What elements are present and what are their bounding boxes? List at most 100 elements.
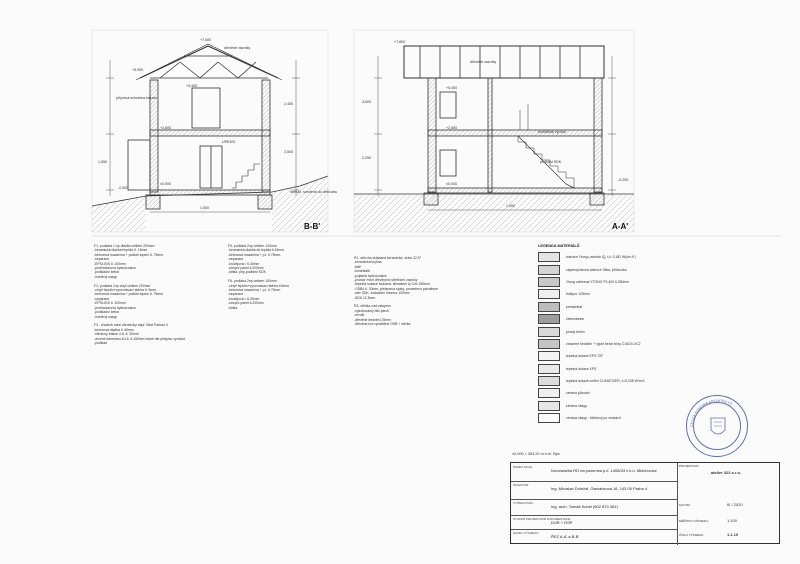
- composition-line: -dřevěná kce opláštěné OSB + stěrka: [354, 322, 411, 327]
- composition-line: -keramická dlažba do lepidla tl.15mm: [228, 248, 284, 253]
- composition-line: -separace: [228, 292, 244, 297]
- composition-line: -separace: [228, 257, 244, 262]
- height-reference: ±0,000 = 363,20 m.n.m. Bpv: [512, 452, 560, 456]
- legend-item: zemina původní: [538, 387, 688, 399]
- composition-line: -ervolit: [354, 313, 365, 318]
- composition-line: -stropní panel tl.200mm: [228, 266, 264, 271]
- legend-item: tepelná izolace vnitřní CLIMATIZER, λ=0,…: [538, 375, 688, 387]
- legend-label: ztracené bednění + výplň beton třídy C16…: [566, 341, 641, 346]
- composition-line: R3- stříška nad vstupem: [354, 304, 391, 309]
- legend-swatch: [538, 376, 560, 387]
- composition-line: -podkladní beton: [94, 310, 120, 315]
- aa-level-5400: +5,400: [446, 86, 458, 90]
- legend-swatch: [538, 289, 560, 300]
- legend-swatch: [538, 301, 560, 312]
- bb-dim-2500: 2,500: [284, 150, 293, 154]
- composition-line: -EPS100S tl. 100mm: [94, 301, 126, 306]
- legend-item: zemina násyp: [538, 400, 688, 412]
- composition-line: -podklad: [94, 340, 108, 345]
- composition-line: -vinyl+lepidlo+vyrovnávací stěrka tl. 5m…: [94, 288, 156, 293]
- legend-swatch: [538, 314, 560, 325]
- aa-base-dim: 1,500: [506, 204, 515, 208]
- section-aa: [353, 29, 635, 233]
- composition-line: -protiradonová hydroizolace: [94, 266, 136, 271]
- composition-line: -štítka, příp.podhled SDK: [228, 270, 266, 275]
- composition-line: -kročejová i. tl.30mm: [228, 261, 260, 266]
- composition-line: -pojistná hydroizolace: [354, 273, 387, 278]
- legend-label: zemina původní: [566, 391, 590, 396]
- composition-line: -podkladní beton: [94, 270, 120, 275]
- bb-base-dim: 1,500: [200, 206, 209, 210]
- scale-value: 1:100: [727, 518, 738, 523]
- legend-label: zemina násyp: [566, 403, 587, 408]
- drawing-number-label: ČÍSLO VÝKRESU:: [679, 533, 705, 537]
- legend-item: tlošťpor 125mm: [538, 288, 688, 300]
- legend-item: ztracené bednění + výplň beton třídy C16…: [538, 338, 688, 350]
- legend-swatch: [538, 388, 560, 399]
- date-label: DATUM:: [679, 503, 691, 507]
- composition-line: -keramická dlažba+lepidlo tl. 15mm: [94, 248, 148, 253]
- section-aa-title: A-A': [612, 222, 629, 231]
- bb-attic-label: dřevěné vazníky: [224, 46, 251, 50]
- composition-line: F5- podlaha 2np celkem 120mm: [228, 244, 277, 248]
- composition-line: -betonová dlažba tl. 60mm: [94, 327, 134, 332]
- composition-line: -EPS100S tl. 100mm: [94, 261, 126, 266]
- legend-label: tepelná izolace vnitřní CLIMATIZER, λ=0,…: [566, 379, 645, 384]
- legend-label: Ytong universal YTONG P3-400 tl.250mm: [566, 279, 630, 284]
- bb-level-neg: -0,500: [118, 186, 129, 190]
- legend-item: prefabrikát: [538, 301, 688, 313]
- composition-line: -drcené kamenivo 8-16, tl.150mm hutně dl…: [94, 336, 186, 341]
- legend-swatch: [538, 338, 560, 349]
- bb-terrain-label: drenáž, svedená do dešťovku: [290, 190, 338, 194]
- composition-line: -prostor mezi dřevěnými střešními vazník…: [354, 278, 418, 283]
- scale-label: MĚŘÍTKO VÝKRESU:: [679, 519, 709, 523]
- legend-label: zemina násyp - štěrkový po vrstvách: [566, 416, 621, 421]
- date-value: III / 2020: [727, 502, 743, 507]
- legend-item: tepelná izolace EPS 70F: [538, 350, 688, 362]
- aa-ridge-level: +7,600: [394, 40, 406, 44]
- composition-line: -betonová mazanina + p.t. tl.75mm: [228, 288, 281, 293]
- title-block: NÁZEV AKCE: Novostavba RD na pozemku p.č.…: [510, 462, 780, 545]
- composition-line: -betonová mazanina + p.t. tl.75mm: [228, 252, 281, 257]
- aa-stair-label: truhlářská výroba: [538, 130, 566, 134]
- architect-stamp: ČESKÁ KOMORA ARCHITEKTŮ: [686, 395, 748, 457]
- legend-label: železobeton: [566, 317, 585, 322]
- bb-upe-label: UPE300: [222, 140, 236, 144]
- composition-line: -keramická krytina: [354, 260, 382, 265]
- composition-line: -betonová mazanina + podlah.topení tl. 7…: [94, 252, 164, 257]
- legend-item: prostý beton: [538, 325, 688, 337]
- aa-level-2800: +2,800: [446, 126, 458, 130]
- composition-line: -tepelná izolace foukaná- klimatizér ty …: [354, 282, 430, 287]
- bb-air-label: přípravа-schránka žaluzie: [116, 96, 158, 100]
- legend-label: tepelná izolace EPS 70F: [566, 354, 604, 359]
- title-block-key: STUPEŇ PROJEKTOVÉ DOKUMENTACE:: [513, 517, 571, 521]
- legend-label: tlošťpor 125mm: [566, 292, 590, 297]
- title-block-value: ŘEZ A-A' a B-B': [551, 534, 580, 539]
- aa-sdk-label: podhled SDK: [540, 160, 562, 164]
- legend-label: tvárnice Ytong Lambda IQ, U= 0,182 W/(m²…: [566, 255, 636, 260]
- legend-item: tvárnice Ytong Lambda IQ, U= 0,182 W/(m²…: [538, 251, 688, 263]
- legend-swatch: [538, 363, 560, 374]
- composition-line: -vinyl+lepidlo+vyrovnávací stěrka tl.5mm: [228, 283, 290, 288]
- composition-line: -stěr SDK- instalační mezera 100mm: [354, 291, 410, 296]
- title-block-value: DUR + DSP: [551, 520, 573, 525]
- bb-ridge-level: +7,600: [200, 38, 212, 42]
- title-block-value: Ing. arch. Tomáš Kuhel (602 879 361): [551, 504, 618, 509]
- legend-label: prostý beton: [566, 329, 585, 334]
- composition-line: -štěrkový frakce 4-8, tl. 30mm: [94, 332, 139, 337]
- composition-line: -stropní panel tl.200mm: [228, 301, 264, 306]
- composition-line: -SDK 12,5mm: [354, 295, 376, 300]
- title-block-key: NÁZEV VÝKRESU:: [513, 531, 540, 535]
- composition-line: -vysokovalný falc.plech: [354, 308, 389, 313]
- composition-line: -OSB4 tl. 20mm, přelepená spáry, provede…: [354, 286, 438, 291]
- title-block-key: NÁZEV AKCE:: [513, 465, 533, 469]
- composition-line: -dřevěné bednění 25mm: [354, 317, 391, 322]
- composition-line: -kontralatě: [354, 269, 371, 274]
- composition-line: -hutněný násyp: [94, 314, 118, 319]
- aa-dim-3600: 3,600: [362, 100, 371, 104]
- composition-line: -kročejová i. tl.30mm: [228, 296, 260, 301]
- title-block-value: Ing. Miroslav Doležal, Garvánkova 16, 14…: [551, 486, 648, 491]
- materials-legend: LEGENDA MATERIÁLŮ tvárnice Ytong Lambda …: [538, 244, 688, 424]
- title-block-value: Novostavba RD na pozemku p.č. 1408/33 v …: [551, 468, 657, 473]
